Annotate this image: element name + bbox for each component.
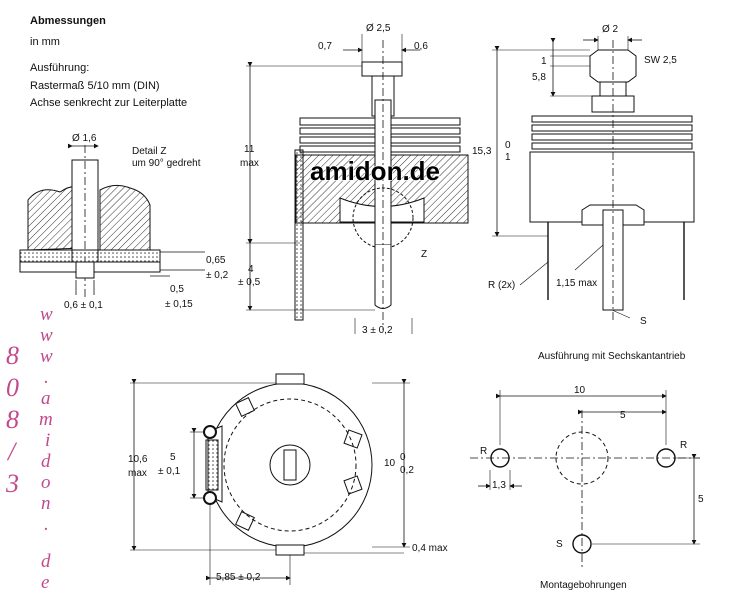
detail-subtitle: um 90° gedreht (132, 158, 201, 169)
web-char-5: m (39, 409, 53, 430)
detail-z-labels: Ø 1,6 Detail Z um 90° gedreht 0,65 ± 0,2… (64, 133, 229, 311)
mount-d10: 10 (574, 385, 586, 396)
web-char-10: . (44, 514, 49, 535)
mount-d13: 1,3 (492, 480, 506, 491)
web-char-8: o (41, 472, 51, 493)
web-char-11: d (41, 551, 51, 572)
mount-caption: Montagebohrungen (540, 580, 627, 591)
header-title: Abmessungen (30, 15, 106, 27)
header: Abmessungen in mm Ausführung: Rastermaß … (30, 15, 187, 109)
header-unit: in mm (30, 36, 60, 48)
mount-r-right: R (680, 440, 687, 451)
detail-d05-tol: ± 0,15 (165, 299, 193, 310)
side-h11-max: max (240, 158, 259, 169)
detail-d05: 0,5 (170, 284, 184, 295)
header-axis: Achse senkrecht zur Leiterplatte (30, 97, 187, 109)
code-char-4: 3 (5, 469, 19, 498)
mount-s-label: S (556, 539, 563, 550)
side-h11: 11 (244, 144, 255, 155)
logo-watermark: amidon.de (309, 155, 440, 186)
header-grid: Rastermaß 5/10 mm (DIN) (30, 80, 160, 92)
detail-d065-tol: ± 0,2 (206, 270, 229, 281)
hex-h153-dn: 1 (505, 152, 511, 163)
web-char-12: e (41, 572, 49, 593)
web-char-2: w (40, 346, 53, 367)
side-view (246, 34, 469, 334)
bottom-d10-dn: 0,2 (400, 465, 414, 476)
side-d06: 0,6 (414, 41, 428, 52)
bottom-d10-up: 0 (400, 452, 406, 463)
hex-view (492, 36, 695, 320)
detail-d065: 0,65 (206, 255, 226, 266)
code-char-0: 8 (6, 341, 19, 370)
hex-d1: 1 (541, 56, 547, 67)
web-char-7: d (41, 451, 51, 472)
hex-s-label: S (640, 316, 647, 327)
hex-r2x: R (2x) (488, 280, 515, 291)
bottom-view (130, 373, 410, 585)
side-dia-label: Ø 2,5 (366, 23, 391, 34)
mount-r-left: R (480, 446, 487, 457)
side-d07: 0,7 (318, 41, 332, 52)
detail-dia-label: Ø 1,6 (72, 133, 97, 144)
code-char-2: 8 (6, 405, 19, 434)
web-char-6: i (45, 430, 50, 451)
web-char-9: n (41, 493, 51, 514)
logo-text: amidon.de (310, 156, 440, 186)
detail-z-view (19, 143, 205, 300)
hex-d115: 1,15 max (556, 278, 597, 289)
bottom-d5: 5 (170, 452, 176, 463)
bottom-d10: 10 (384, 458, 396, 469)
bottom-h106-max: max (128, 468, 147, 479)
hex-sw-label: SW 2,5 (644, 55, 677, 66)
side-h4: 4 (248, 264, 254, 275)
hex-d58: 5,8 (532, 72, 546, 83)
side-h4-tol: ± 0,5 (238, 277, 261, 288)
mount-view (470, 390, 700, 570)
web-char-1: w (40, 325, 53, 346)
web-watermark: w w w . a m i d o n . d e (39, 304, 53, 593)
bottom-d04: 0,4 max (412, 543, 448, 554)
hex-view-labels: Ø 2 SW 2,5 1 5,8 15,3 0 1 R (2x) 1,15 ma… (472, 24, 686, 362)
hex-dia-label: Ø 2 (602, 24, 619, 35)
bottom-d585: 5,85 ± 0,2 (216, 572, 261, 583)
detail-title: Detail Z (132, 146, 166, 157)
code-char-1: 0 (6, 373, 19, 402)
code-char-3: / (6, 437, 18, 466)
bottom-view-labels: 10,6 max 5 ± 0,1 10 0 0,2 0,4 max 5,85 ±… (128, 452, 448, 583)
header-exec-label: Ausführung: (30, 62, 89, 74)
detail-d06: 0,6 ± 0,1 (64, 300, 103, 311)
code-watermark: 8 0 8 / 3 (5, 341, 19, 498)
bottom-h106: 10,6 (128, 454, 148, 465)
web-char-4: a (41, 388, 51, 409)
bottom-d5-tol: ± 0,1 (158, 466, 181, 477)
web-char-0: w (40, 304, 53, 325)
mount-d5v: 5 (698, 494, 704, 505)
hex-caption: Ausführung mit Sechskantantrieb (538, 351, 686, 362)
mount-view-labels: 10 5 R R 1,3 5 S Montagebohrungen (480, 385, 704, 591)
web-char-3: . (44, 367, 49, 388)
hex-h153: 15,3 (472, 146, 492, 157)
hex-h153-up: 0 (505, 140, 511, 151)
side-view-labels: amidon.de Ø 2,5 0,7 0,6 11 max 4 ± 0,5 Z… (238, 23, 441, 336)
side-w3: 3 ± 0,2 (362, 325, 393, 336)
mount-d5: 5 (620, 410, 626, 421)
side-z-label: Z (421, 249, 427, 260)
